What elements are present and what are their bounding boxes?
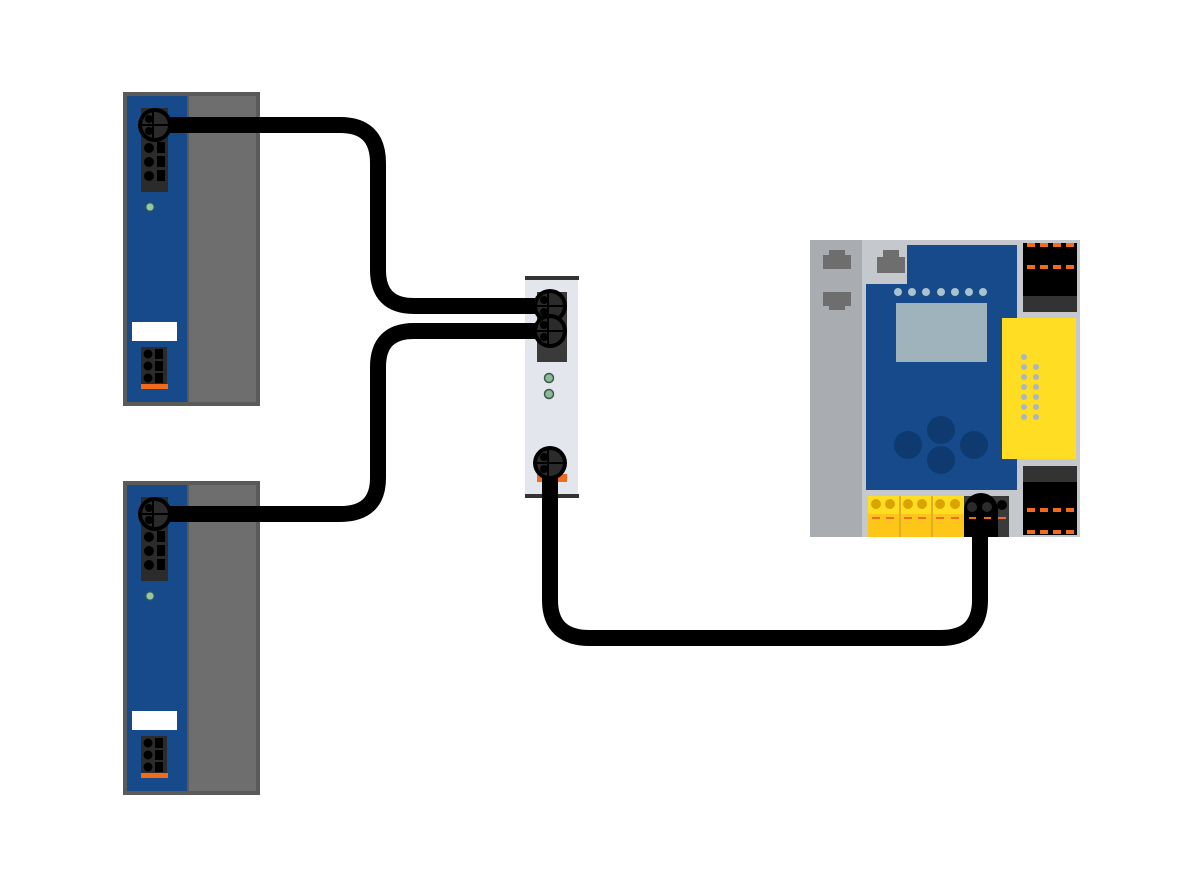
status-led bbox=[543, 372, 555, 384]
power-supply-1 bbox=[122, 91, 261, 407]
power-supply-2 bbox=[122, 480, 261, 796]
cable-psu1-to-splitter bbox=[147, 117, 558, 314]
nav-button-right bbox=[960, 431, 988, 459]
nav-button-down bbox=[927, 446, 955, 474]
cable-plug bbox=[532, 445, 568, 481]
cable-plug bbox=[532, 313, 568, 349]
nav-button-left bbox=[894, 431, 922, 459]
terminal-block-bottom bbox=[1023, 466, 1077, 535]
display-screen bbox=[896, 303, 987, 362]
cable-plug bbox=[964, 493, 998, 537]
cable-plug bbox=[137, 107, 173, 143]
nav-button-up bbox=[927, 416, 955, 444]
cable-psu2-to-splitter bbox=[147, 323, 558, 522]
terminal-block-top bbox=[1023, 243, 1077, 312]
cable-plug bbox=[137, 496, 173, 532]
status-led bbox=[543, 388, 555, 400]
safety-controller bbox=[810, 240, 1080, 537]
cable-splitter-to-controller bbox=[542, 457, 988, 646]
